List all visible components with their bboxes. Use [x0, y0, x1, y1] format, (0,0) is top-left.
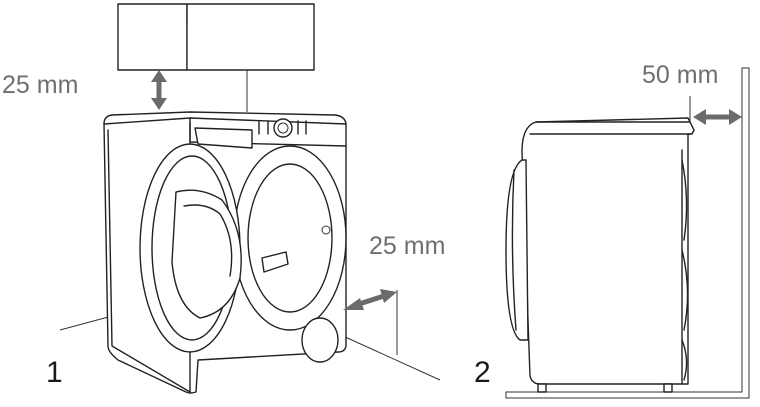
figure-1-number: 1	[46, 356, 63, 389]
front-foot	[537, 383, 547, 393]
rear-wall-and-floor	[505, 67, 750, 399]
figure-2-side-view	[505, 67, 750, 399]
drum-opening	[233, 145, 347, 331]
rear-clearance-label: 50 mm	[642, 61, 719, 89]
rear-foot	[663, 383, 673, 393]
detergent-drawer	[194, 127, 253, 149]
floor-line-left	[59, 315, 113, 331]
door-profile	[505, 159, 529, 341]
filter-cover	[301, 317, 339, 363]
side-clearance-label: 25 mm	[369, 232, 446, 260]
floor-line-right	[342, 335, 441, 381]
top-clearance-label: 25 mm	[2, 71, 79, 99]
washing-machine-front	[103, 111, 347, 394]
rear-clearance-arrow	[693, 109, 742, 125]
washing-machine-side	[505, 96, 695, 393]
overhead-cabinet	[117, 3, 315, 112]
open-door	[139, 143, 242, 353]
program-knob	[273, 118, 293, 138]
top-clearance-arrow	[151, 70, 167, 110]
side-clearance-arrow	[343, 289, 397, 310]
figure-2-number: 2	[474, 356, 491, 389]
figure-1-front-view	[59, 3, 441, 394]
